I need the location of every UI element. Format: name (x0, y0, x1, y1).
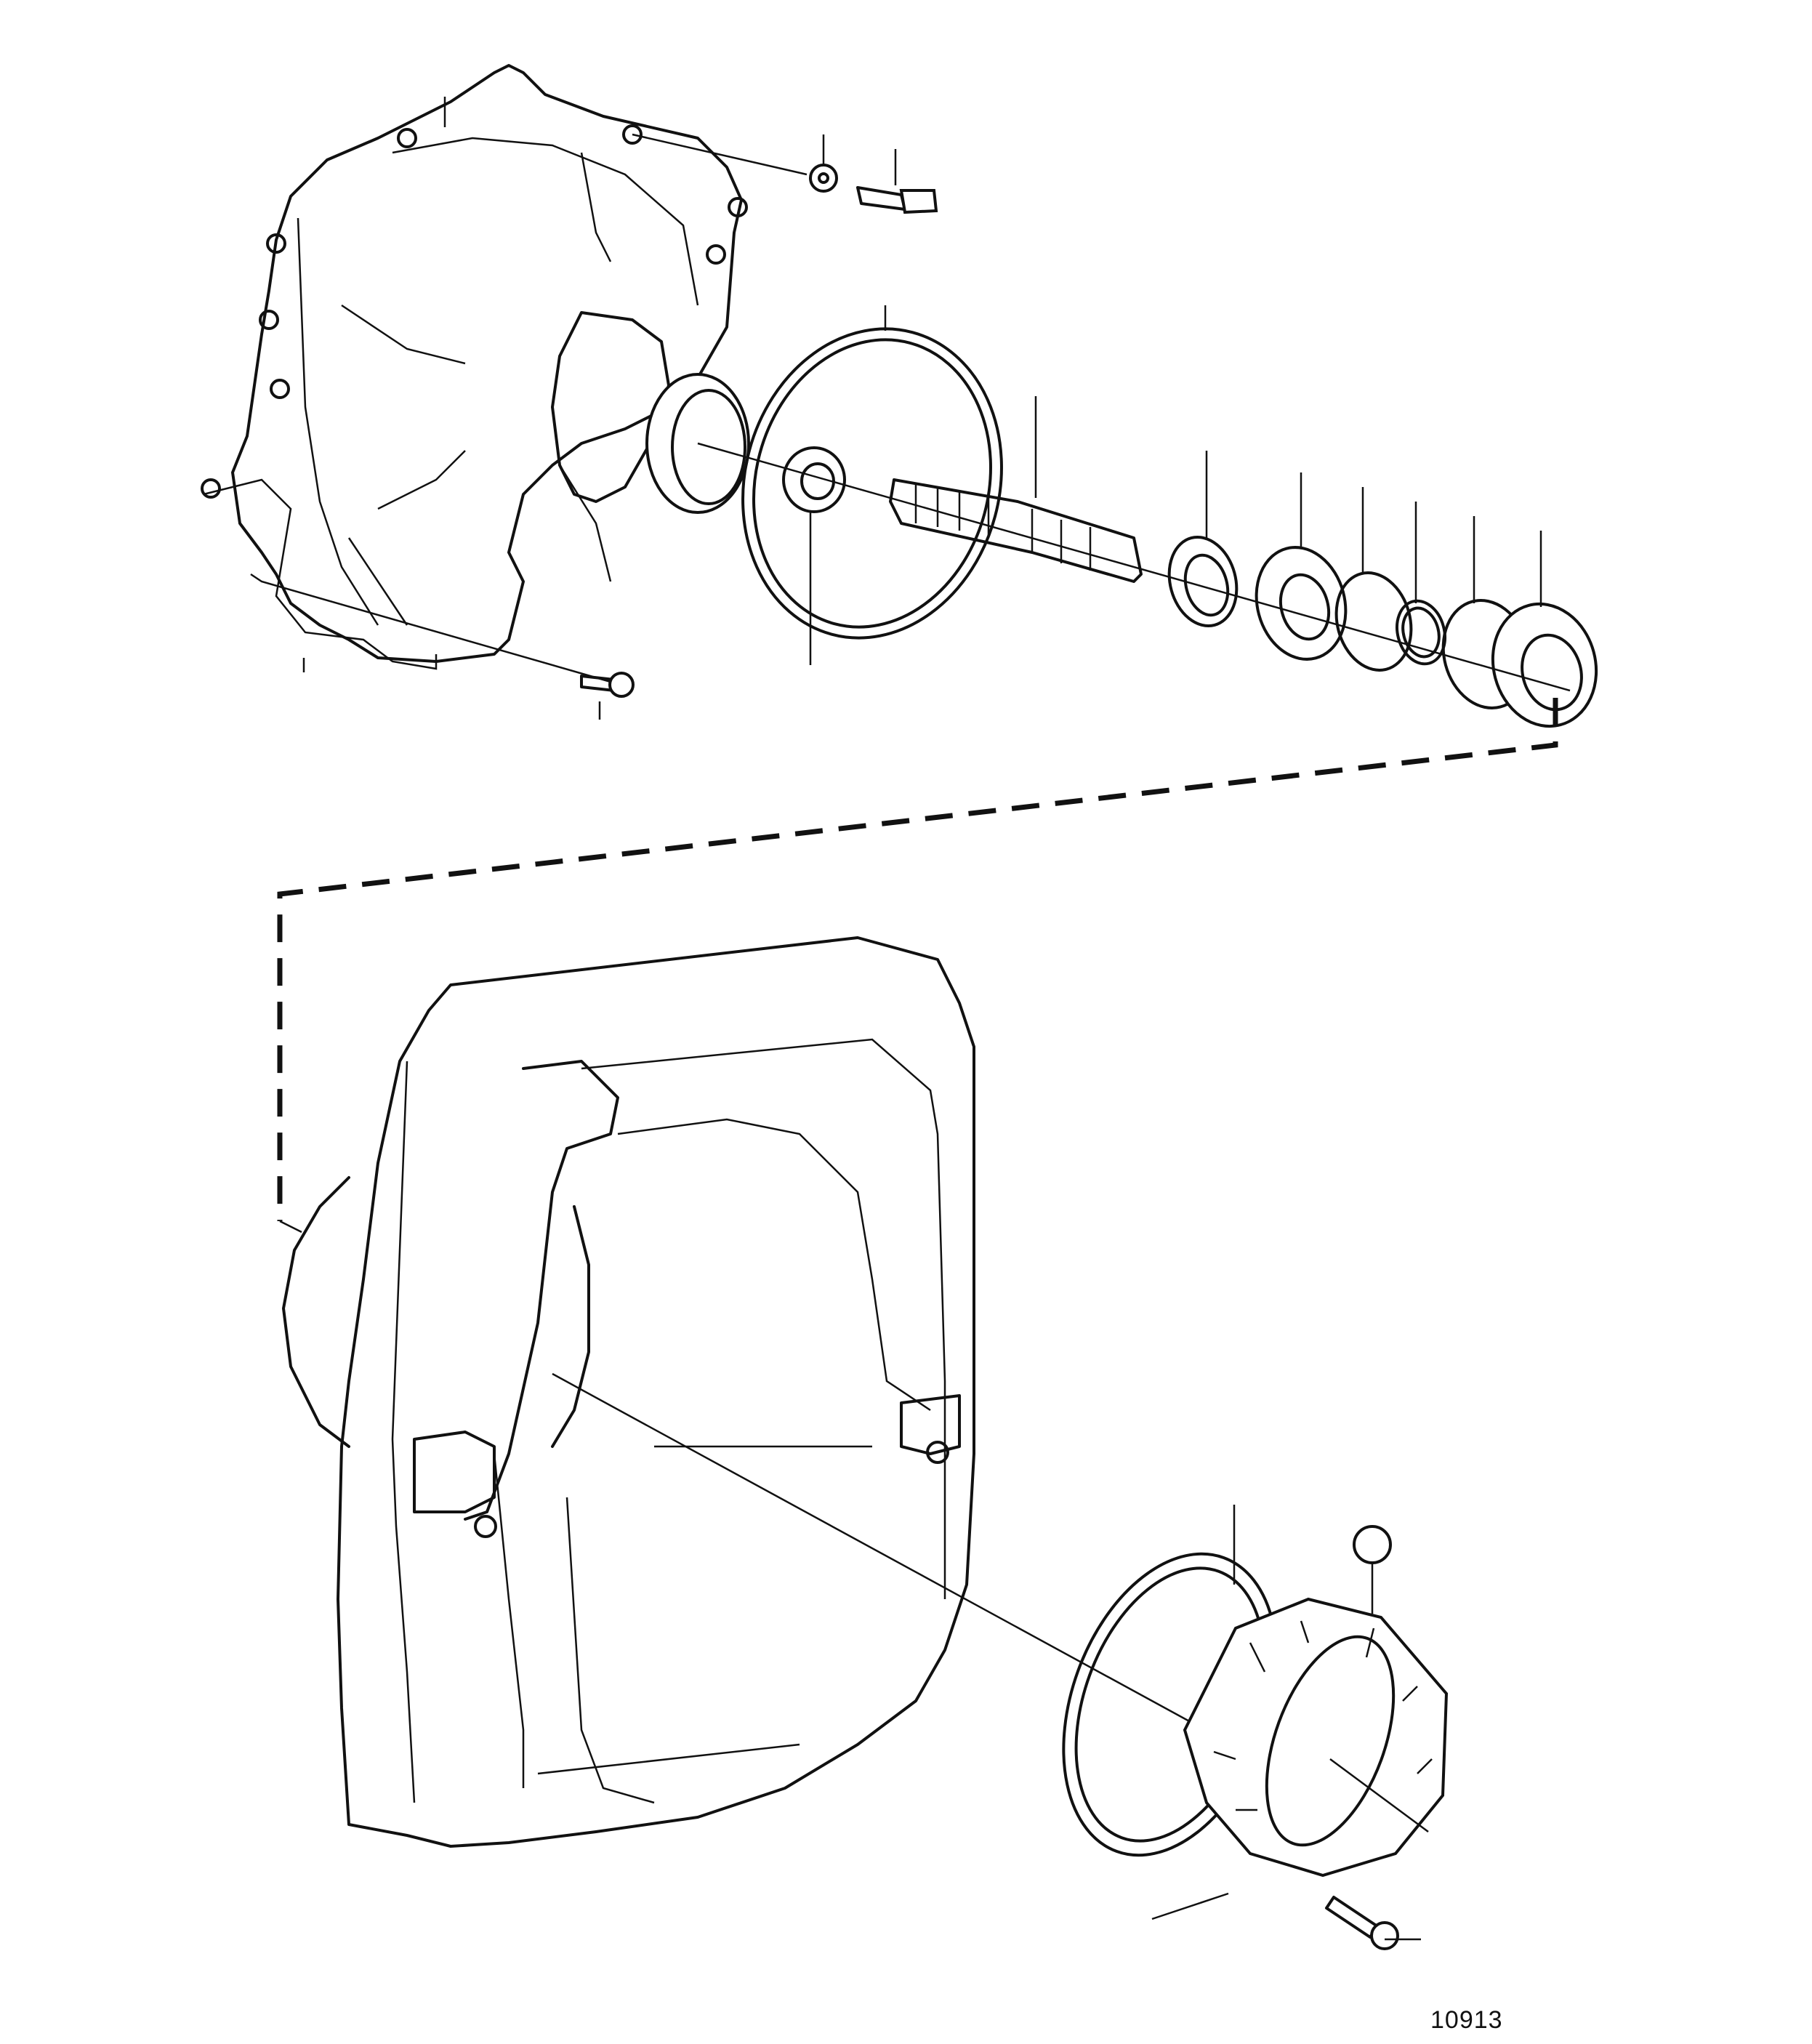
leader-lines-lower (1151, 1505, 1429, 1941)
shaft-seal (1167, 535, 1239, 628)
bolt-top (856, 186, 938, 214)
bolt-bottom (1325, 1896, 1399, 1950)
flywheel-housing (201, 64, 748, 670)
washer-top (809, 164, 838, 193)
input-shaft (889, 478, 1143, 583)
circlip-inner (1396, 599, 1446, 666)
pilot-bearing (782, 446, 846, 513)
figure-number: 10913 (1430, 2006, 1503, 2034)
ball-bearing (1255, 546, 1348, 661)
reference-marker-circle (1353, 1525, 1392, 1564)
cover-flange-plate (1183, 1597, 1449, 1878)
mounting-bracket-left (413, 1431, 497, 1538)
o-ring-large (741, 327, 1003, 640)
assembly-axis-upper (697, 442, 1571, 692)
leader-lines-upper (250, 97, 1542, 720)
assembly-axis-lower (552, 1372, 1233, 1746)
bolt-lower-left (580, 672, 635, 698)
bell-housing-dome (282, 1176, 590, 1448)
connection-tail (279, 1220, 302, 1234)
coupling-flange (1491, 602, 1598, 728)
transmission-housing (337, 936, 975, 1848)
dashed-connection-line (277, 698, 1558, 1221)
mounting-bracket-right (900, 1394, 961, 1464)
